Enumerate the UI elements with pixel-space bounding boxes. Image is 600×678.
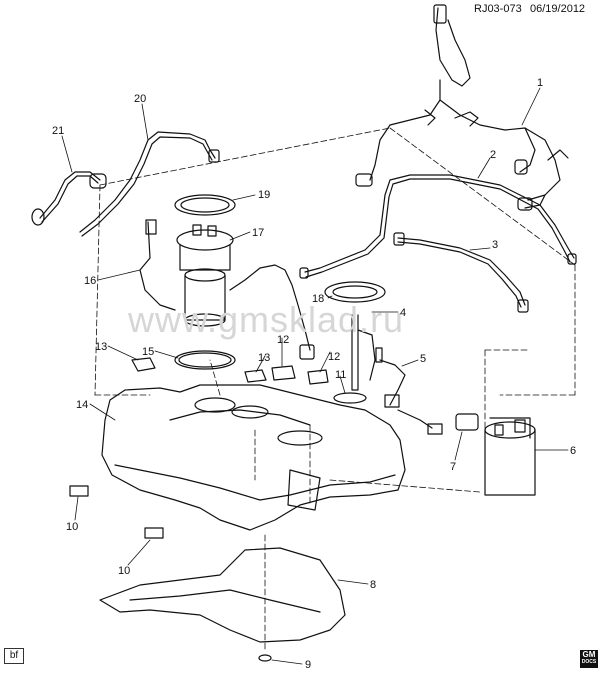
document-date: 06/19/2012 <box>530 3 586 15</box>
pad-10-lower <box>144 527 164 539</box>
fuel-sender-4 <box>351 314 443 435</box>
document-id: RJ03-073 <box>474 3 522 15</box>
gm-logo-bottom: DOCS <box>581 659 597 665</box>
fuel-pump-module <box>139 219 315 360</box>
callout-9: 9 <box>305 659 311 671</box>
valve-7 <box>455 413 479 431</box>
pad-13-right <box>244 369 267 383</box>
reference-lines <box>94 127 576 651</box>
lock-ring-18 <box>324 281 386 303</box>
fuel-feed-pipe <box>299 174 577 279</box>
callout-16: 16 <box>84 275 96 287</box>
callout-13-right: 13 <box>258 352 270 364</box>
callout-12-right: 12 <box>328 351 340 363</box>
callout-10-upper: 10 <box>66 521 78 533</box>
fastener-9 <box>258 654 272 662</box>
pad-10-upper <box>69 485 89 497</box>
evap-canister <box>484 417 536 496</box>
callout-labels: 1 2 3 4 5 6 7 8 9 10 10 11 12 12 13 13 1… <box>52 77 576 671</box>
fuel-tank <box>101 384 406 531</box>
callout-17: 17 <box>252 227 264 239</box>
seal-15 <box>174 350 236 370</box>
watermark: www.gmsklad.ru <box>127 299 404 340</box>
callout-7: 7 <box>450 461 456 473</box>
wiring-harness <box>355 4 569 211</box>
callout-13-left: 13 <box>95 341 107 353</box>
footer-tag: bf <box>4 648 24 664</box>
gm-logo: GM DOCS <box>580 650 598 668</box>
callout-19: 19 <box>258 189 270 201</box>
callout-10-lower: 10 <box>118 565 130 577</box>
seal-11 <box>333 392 367 404</box>
callout-12-left: 12 <box>277 334 289 346</box>
leader-lines <box>61 87 569 665</box>
pad-13-left <box>131 357 156 372</box>
gm-logo-top: GM <box>582 650 596 659</box>
callout-20: 20 <box>134 93 146 105</box>
evap-pipe <box>393 232 529 313</box>
lock-ring-19 <box>174 194 236 216</box>
pad-12-right <box>307 369 329 385</box>
pad-12-left <box>271 365 296 381</box>
callout-11: 11 <box>335 369 346 381</box>
callout-3: 3 <box>492 239 498 251</box>
callout-8: 8 <box>370 579 376 591</box>
callout-14: 14 <box>76 399 88 411</box>
callout-6: 6 <box>570 445 576 457</box>
callout-4: 4 <box>400 307 406 319</box>
fuel-line-21 <box>31 171 107 226</box>
callout-1: 1 <box>537 77 543 89</box>
callout-21: 21 <box>52 125 64 137</box>
callout-15: 15 <box>142 346 154 358</box>
callout-5: 5 <box>420 353 426 365</box>
callout-18: 18 <box>312 293 324 305</box>
heat-shield <box>99 547 346 643</box>
callout-2: 2 <box>490 149 496 161</box>
